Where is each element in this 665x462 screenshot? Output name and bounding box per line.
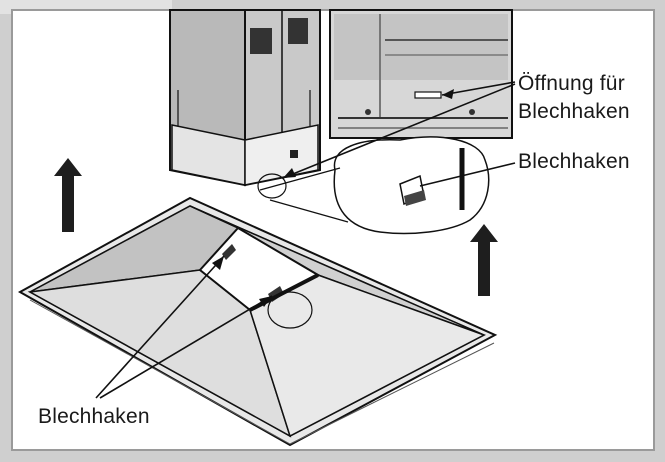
label-opening-for-hook-line-1: Öffnung für — [518, 72, 625, 95]
label-sheet-hook-left: Blechhaken — [38, 405, 150, 428]
up-arrow-icon — [470, 224, 498, 296]
up-arrow-icon — [54, 158, 82, 232]
callout-leaders — [95, 81, 516, 399]
hood-canopy — [17, 196, 498, 447]
label-sheet-hook-right: Blechhaken — [518, 150, 630, 173]
label-opening-for-hook-line-2: Blechhaken — [518, 100, 630, 123]
detail-bubble — [257, 136, 490, 235]
vent-slot-icon — [250, 28, 272, 54]
vent-slot-icon — [288, 18, 308, 44]
wall-mount-inset — [329, 9, 513, 139]
chimney-duct — [169, 9, 321, 187]
